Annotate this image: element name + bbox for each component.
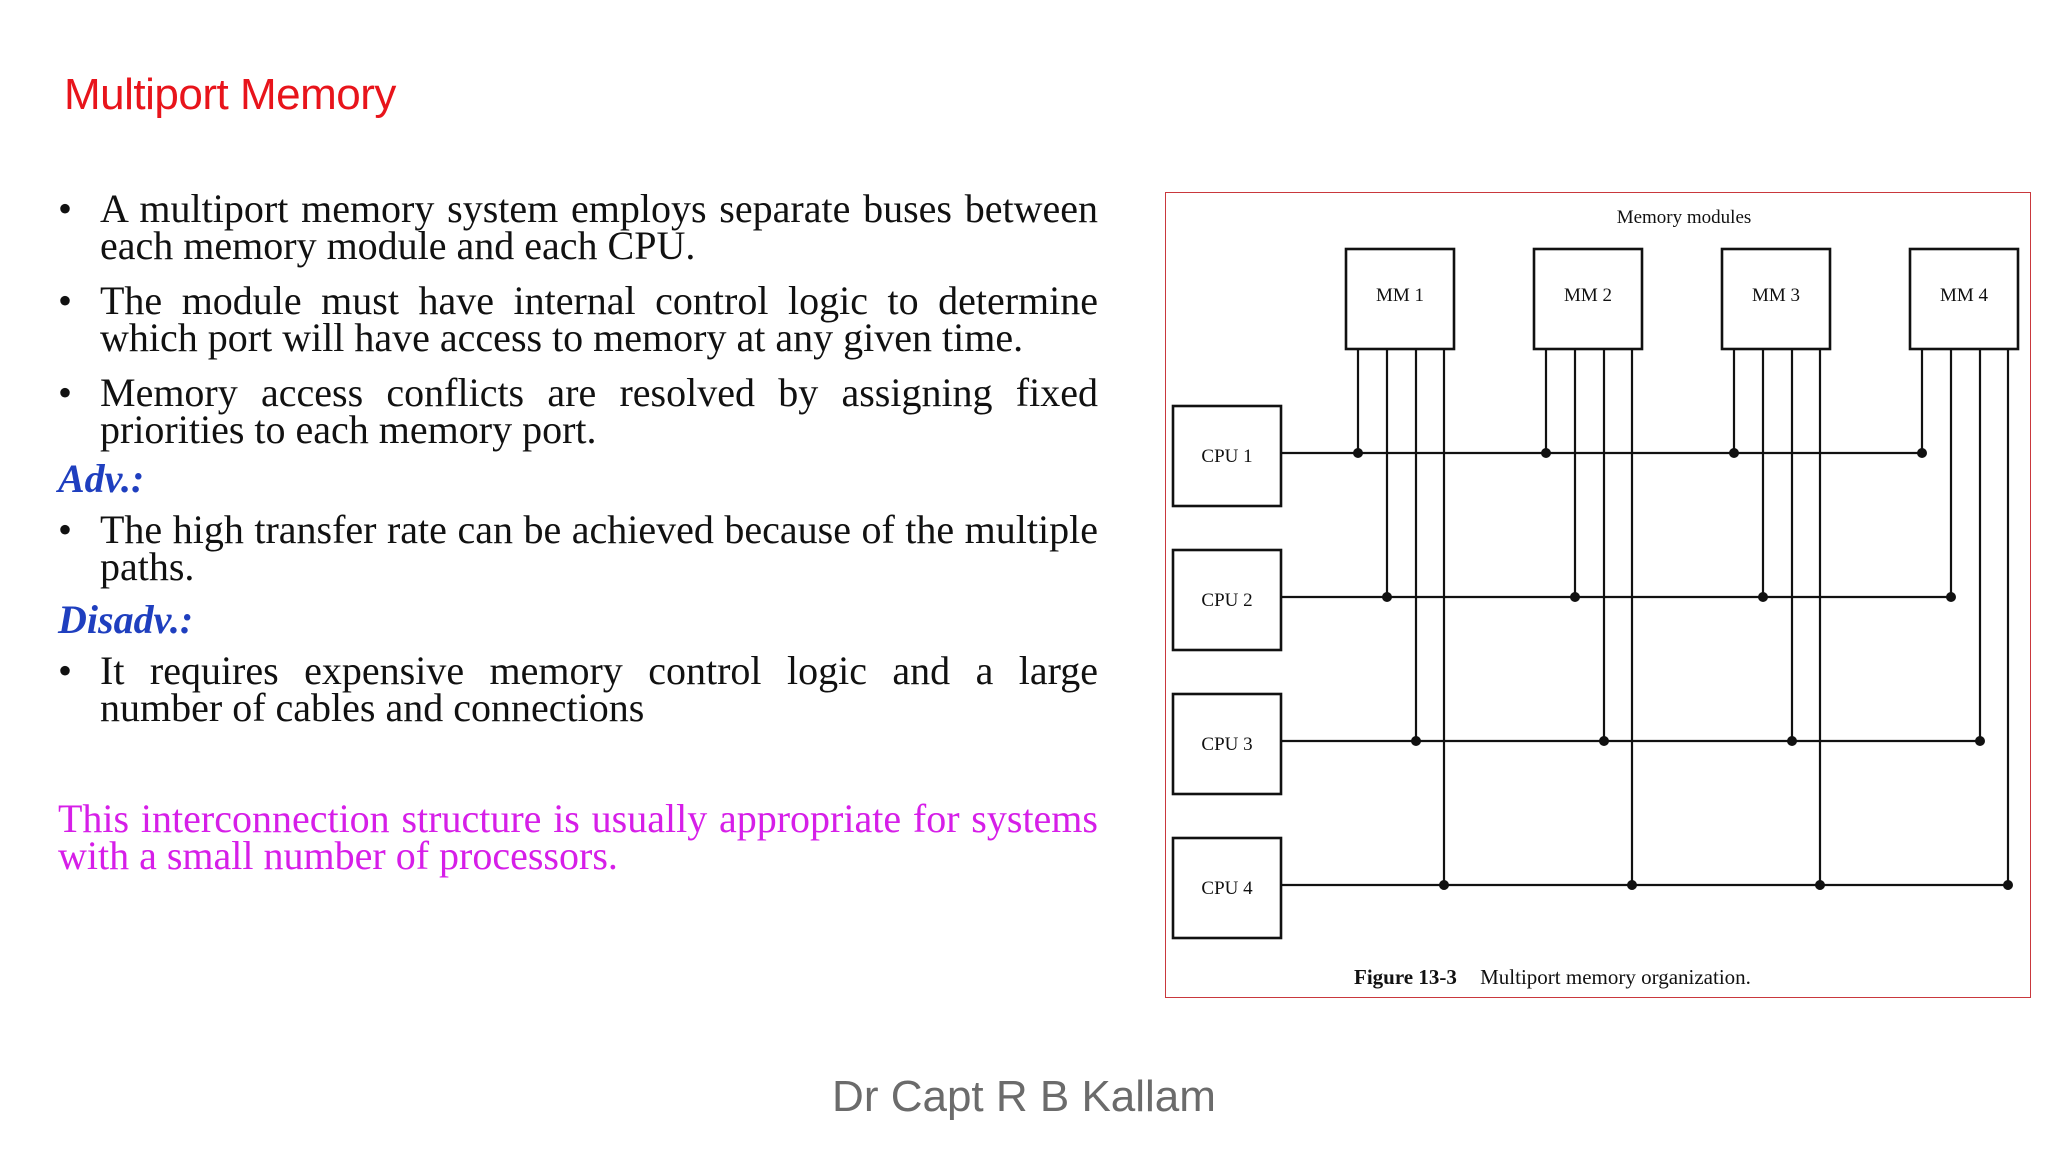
figure-caption-number: Figure 13-3 — [1354, 965, 1457, 989]
memory-module-label: MM 3 — [1752, 285, 1800, 306]
bus-junctions — [1353, 448, 2013, 890]
bus-junction-dot — [1541, 448, 1551, 458]
bullet-text: The module must have internal control lo… — [100, 278, 1098, 360]
bullet-text: It requires expensive memory control log… — [100, 648, 1098, 730]
figure-caption-text: Multiport memory organization. — [1480, 965, 1751, 989]
unit-boxes — [1171, 247, 2020, 940]
bullet-icon: • — [58, 370, 73, 415]
slide-title: Multiport Memory — [64, 70, 396, 119]
bus-junction-dot — [1729, 448, 1739, 458]
bus-junction-dot — [1439, 880, 1449, 890]
multiport-memory-figure: MM 1 MM 2 MM 3 MM 4 CPU 1 CPU 2 CPU 3 CPU 4 Mem… — [1165, 192, 2031, 998]
disadvantages-heading: Disadv.: — [58, 597, 194, 642]
bullet-icon: • — [58, 278, 73, 323]
author-footer: Dr Capt R B Kallam — [832, 1072, 1216, 1121]
bullet-icon: • — [58, 507, 73, 552]
bullet-icon: • — [58, 186, 73, 231]
memory-module-box — [1720, 247, 1832, 351]
bullet-text: Memory access conflicts are resolved by … — [100, 370, 1098, 452]
cpu-label: CPU 3 — [1201, 734, 1252, 755]
bus-junction-dot — [1627, 880, 1637, 890]
cpu-label: CPU 1 — [1201, 446, 1252, 467]
advantages-heading: Adv.: — [58, 456, 145, 501]
bus-junction-dot — [1975, 736, 1985, 746]
bus-junction-dot — [1411, 736, 1421, 746]
bus-junction-dot — [1570, 592, 1580, 602]
cpu-box — [1171, 836, 1283, 940]
bullet-item: • A multiport memory system employs sepa… — [58, 186, 1098, 266]
advantage-item: • The high transfer rate can be achieved… — [58, 507, 1098, 587]
slide-body: • A multiport memory system employs sepa… — [58, 186, 1098, 878]
cpu-box — [1171, 404, 1283, 508]
bullet-text: The high transfer rate can be achieved b… — [100, 507, 1098, 589]
cpu-box — [1171, 548, 1283, 652]
bus-junction-dot — [2003, 880, 2013, 890]
bullet-icon: • — [58, 648, 73, 693]
bullet-item: • Memory access conflicts are resolved b… — [58, 370, 1098, 450]
memory-modules-label: Memory modules — [1617, 207, 1752, 228]
memory-module-label: MM 2 — [1564, 285, 1612, 306]
multiport-memory-diagram: MM 1 MM 2 MM 3 MM 4 CPU 1 CPU 2 CPU 3 CPU 4 Mem… — [1171, 207, 2020, 989]
memory-module-box — [1908, 247, 2020, 351]
figure-caption: Figure 13-3 Multiport memory organizatio… — [1354, 965, 1751, 989]
bus-junction-dot — [1758, 592, 1768, 602]
bus-junction-dot — [1815, 880, 1825, 890]
bus-junction-dot — [1787, 736, 1797, 746]
summary-note: This interconnection structure is usuall… — [58, 796, 1098, 878]
memory-module-box — [1344, 247, 1456, 351]
cpu-box — [1171, 692, 1283, 796]
unit-labels: MM 1 MM 2 MM 3 MM 4 CPU 1 CPU 2 CPU 3 CPU 4 — [1201, 285, 1988, 899]
memory-module-label: MM 1 — [1376, 285, 1424, 306]
memory-module-box — [1532, 247, 1644, 351]
bullet-text: A multiport memory system employs separa… — [100, 186, 1098, 268]
cpu-label: CPU 4 — [1201, 878, 1253, 899]
bus-junction-dot — [1599, 736, 1609, 746]
bus-junction-dot — [1353, 448, 1363, 458]
bullet-item: • The module must have internal control … — [58, 278, 1098, 358]
bus-junction-dot — [1917, 448, 1927, 458]
bus-junction-dot — [1382, 592, 1392, 602]
disadvantage-item: • It requires expensive memory control l… — [58, 648, 1098, 728]
bus-wires — [1281, 349, 2010, 887]
memory-module-label: MM 4 — [1940, 285, 1989, 306]
bus-junction-dot — [1946, 592, 1956, 602]
cpu-label: CPU 2 — [1201, 590, 1252, 611]
